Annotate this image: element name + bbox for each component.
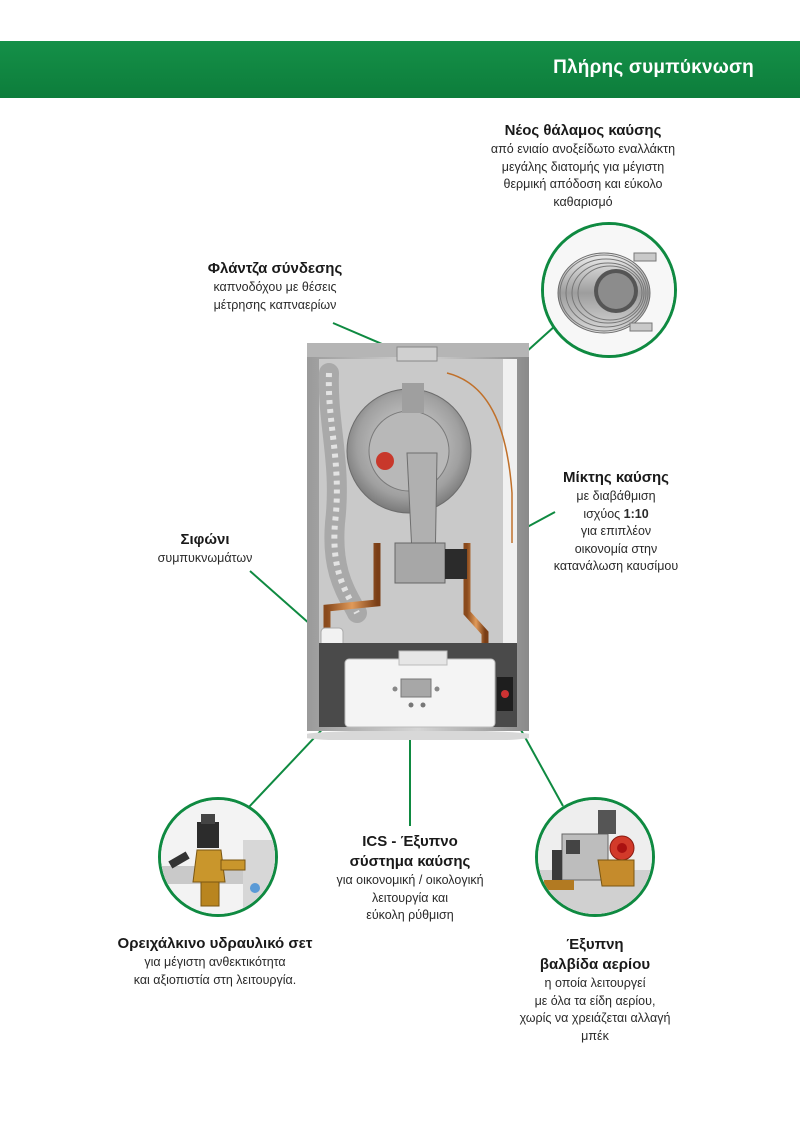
brass-valve-icon xyxy=(161,800,275,914)
callout-flange: Φλάντζα σύνδεσης καπνοδόχου με θέσεις μέ… xyxy=(175,259,375,314)
callout-brass-set: Ορειχάλκινο υδραυλικό σετ για μέγιστη αν… xyxy=(85,934,345,989)
ics-line-3: εύκολη ρύθμιση xyxy=(366,908,454,922)
flange-title: Φλάντζα σύνδεσης xyxy=(207,260,343,277)
heat-exchanger-coil-icon xyxy=(544,225,674,355)
gas-valve-title-line-2: βαλβίδα αερίου xyxy=(539,956,651,973)
gas-valve-line-1: η οποία λειτουργεί xyxy=(544,976,646,990)
mixer-body xyxy=(445,549,467,579)
header-bar: Πλήρης συμπύκνωση xyxy=(0,41,800,98)
heat-exchanger-photo xyxy=(541,222,677,358)
callout-gas-valve: Έξυπνη βαλβίδα αερίου η οποία λειτουργεί… xyxy=(490,935,700,1045)
brass-set-title: Ορειχάλκινο υδραυλικό σετ xyxy=(117,935,313,952)
brass-set-line-2: και αξιοπιστία στη λειτουργία. xyxy=(133,972,297,987)
brass-set-photo xyxy=(158,797,278,917)
combustion-chamber-title: Νέος θάλαμος καύσης xyxy=(504,122,662,139)
flange-line-1: καπνοδόχου με θέσεις xyxy=(213,280,337,294)
control-display xyxy=(400,678,432,698)
callout-siphon: Σιφώνι συμπυκνωμάτων xyxy=(140,530,270,568)
siphon-title: Σιφώνι xyxy=(180,531,230,548)
ics-line-2: λειτουργία και xyxy=(371,890,449,905)
mixer-line-2-wrap: ισχύος 1:10 xyxy=(530,506,702,524)
combustion-chamber-line-3: θερμική απόδοση και εύκολο xyxy=(503,177,663,191)
control-button-1 xyxy=(408,702,414,708)
brass-set-line-1: για μέγιστη ανθεκτικότητα xyxy=(144,955,286,969)
mixer-title: Μίκτης καύσης xyxy=(563,469,669,486)
gas-valve-photo xyxy=(535,797,655,917)
ics-title-line-2: σύστημα καύσης xyxy=(349,853,471,870)
mixer-ratio: 1:10 xyxy=(623,506,649,521)
mixer-line-4: οικονομία στην xyxy=(574,541,658,556)
mixer-line-1: με διαβάθμιση xyxy=(576,489,656,503)
combustion-chamber-line-4: καθαρισμό xyxy=(553,194,613,209)
flange-line-2: μέτρησης καπναερίων xyxy=(213,297,337,312)
callout-mixer: Μίκτης καύσης με διαβάθμιση ισχύος 1:10 … xyxy=(530,468,702,576)
mixer-line-5: κατανάλωση καυσίμου xyxy=(553,559,679,573)
siphon-line-1: συμπυκνωμάτων xyxy=(157,551,253,565)
ics-line-1: για οικονομική / οικολογική xyxy=(336,873,484,887)
gas-valve-line-4: μπέκ xyxy=(581,1028,609,1043)
callout-combustion-chamber: Νέος θάλαμος καύσης από ενιαίο ανοξείδωτ… xyxy=(456,121,710,211)
gas-valve-icon xyxy=(538,800,652,914)
combustion-chamber-line-2: μεγάλης διατομής για μέγιστη xyxy=(501,159,665,174)
ics-title-line-1: ICS - Έξυπνο xyxy=(362,833,458,850)
combustion-chamber-line-1: από ενιαίο ανοξείδωτο εναλλάκτη xyxy=(490,142,676,156)
gas-valve-line-2: με όλα τα είδη αερίου, xyxy=(534,993,656,1008)
boiler-shadow xyxy=(307,730,529,740)
mixer-line-2: ισχύος xyxy=(583,506,624,521)
header-title: Πλήρης συμπύκνωση xyxy=(553,57,754,78)
mixer-line-3: για επιπλέον xyxy=(580,524,652,538)
boiler-illustration xyxy=(307,343,529,740)
control-button-2 xyxy=(420,702,426,708)
gas-valve-line-3: χωρίς να χρειάζεται αλλαγή xyxy=(519,1011,671,1025)
callout-ics: ICS - Έξυπνο σύστημα καύσης για οικονομι… xyxy=(315,832,505,925)
ignition-part xyxy=(376,452,394,470)
gas-valve-title-line-1: Έξυπνη xyxy=(566,936,624,953)
